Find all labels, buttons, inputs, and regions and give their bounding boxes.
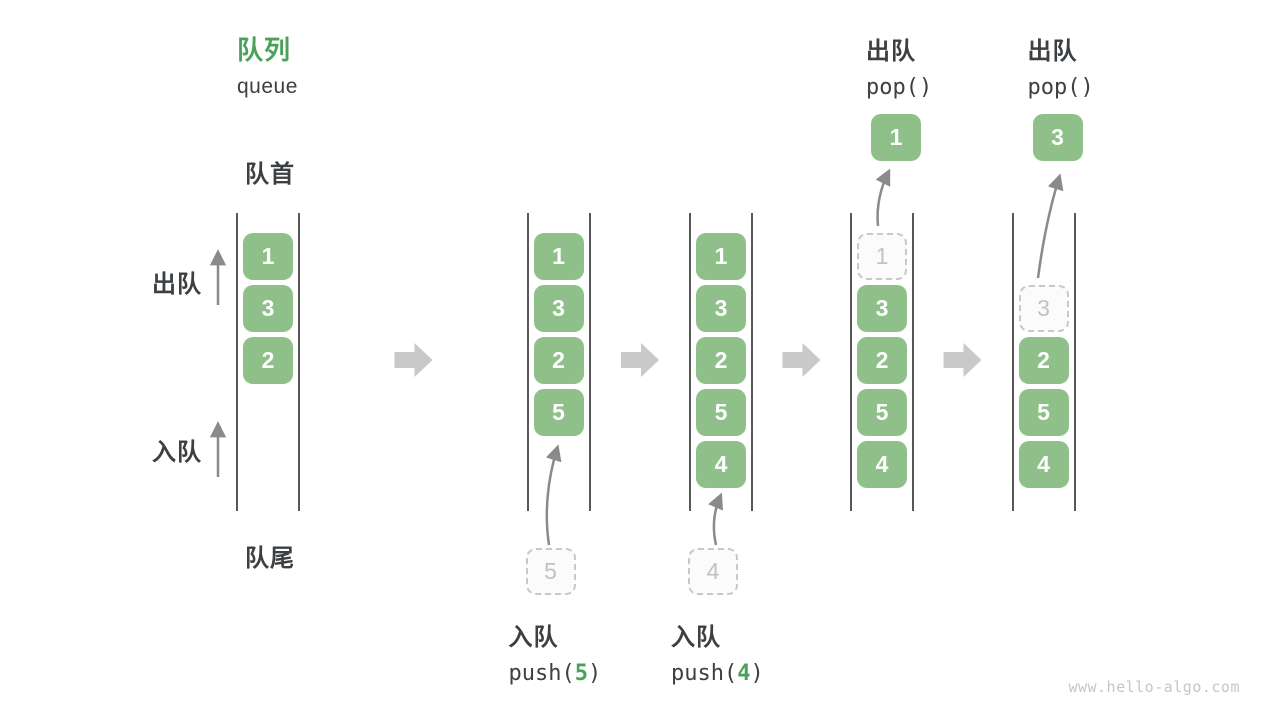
operation-name-zh: 出队 xyxy=(866,38,916,65)
title-block: 队列 queue xyxy=(237,30,298,99)
watermark: www.hello-algo.com xyxy=(1068,678,1240,696)
code-text: pop() xyxy=(1027,75,1094,100)
code-argument: 5 xyxy=(574,661,588,686)
queue-right-rail xyxy=(588,213,591,511)
code-text: push( xyxy=(671,661,738,686)
stage-transition-arrow-3 xyxy=(782,343,821,377)
operation-code: pop() xyxy=(866,75,932,100)
popped-element-box: 1 xyxy=(871,114,921,161)
popped-element-box: 3 xyxy=(1032,114,1083,161)
queue-slot-box: 5 xyxy=(696,389,746,436)
code-text: push( xyxy=(508,661,575,686)
queue-slot-box: 2 xyxy=(1018,337,1069,384)
queue-rear-label: 队尾 xyxy=(245,545,295,572)
queue-slot-box: 1 xyxy=(243,233,293,280)
queue-slot-box: 1 xyxy=(696,233,746,280)
code-text: ) xyxy=(587,661,602,686)
stage-transition-arrow-2 xyxy=(621,343,659,377)
queue-slot-box: 2 xyxy=(243,337,293,384)
queue-slot-box: 3 xyxy=(533,285,584,332)
stage-transition-arrow-1 xyxy=(394,343,433,377)
queue-slot-box: 5 xyxy=(1018,389,1069,436)
queue-front-label: 队首 xyxy=(245,161,295,188)
code-argument: 4 xyxy=(737,661,751,686)
code-text: pop() xyxy=(866,75,933,100)
stage-transition-arrow-4 xyxy=(943,343,982,377)
operation-name-zh: 出队 xyxy=(1027,38,1078,65)
pending-element-box: 5 xyxy=(525,548,576,595)
queue-slot-box: 4 xyxy=(857,441,907,488)
queue-slot-box: 1 xyxy=(533,233,584,280)
operation-label-pop-1: 出队 pop() xyxy=(866,31,932,100)
operation-label-push-4: 入队 push(4) xyxy=(671,617,764,686)
queue-slot-box: 2 xyxy=(857,337,907,384)
code-text: ) xyxy=(750,661,764,686)
diagram-title-zh: 队列 xyxy=(237,35,292,65)
queue-left-rail xyxy=(236,213,238,511)
queue-slot-dashed: 3 xyxy=(1018,285,1069,332)
operation-label-push-5: 入队 push(5) xyxy=(509,617,602,686)
operation-name-zh: 入队 xyxy=(508,624,559,651)
queue-left-rail xyxy=(1011,213,1014,511)
queue-left-rail xyxy=(526,213,529,511)
queue-right-rail xyxy=(298,213,300,511)
push-5-arrow xyxy=(545,444,562,546)
queue-slot-box: 3 xyxy=(696,285,746,332)
queue-left-rail xyxy=(850,213,852,511)
pending-element-box: 4 xyxy=(688,548,738,595)
operation-label-pop-3: 出队 pop() xyxy=(1028,31,1094,100)
queue-slot-box: 3 xyxy=(243,285,293,332)
queue-slot-box: 4 xyxy=(696,441,746,488)
pop-1-arrow xyxy=(875,168,891,227)
operation-name-zh: 入队 xyxy=(671,624,721,651)
push-4-arrow xyxy=(708,492,723,546)
enqueue-side-label: 入队 xyxy=(152,439,202,466)
queue-right-rail xyxy=(1073,213,1076,511)
operation-code: push(4) xyxy=(671,661,764,686)
queue-left-rail xyxy=(689,213,691,511)
dequeue-side-label: 出队 xyxy=(152,271,202,298)
queue-slot-box: 5 xyxy=(857,389,907,436)
queue-slot-dashed: 1 xyxy=(857,233,907,280)
queue-slot-box: 2 xyxy=(533,337,584,384)
queue-slot-box: 4 xyxy=(1018,441,1069,488)
queue-slot-box: 2 xyxy=(696,337,746,384)
operation-code: pop() xyxy=(1028,75,1094,100)
queue-right-rail xyxy=(751,213,753,511)
diagram-title-en: queue xyxy=(237,75,298,98)
queue-slot-box: 3 xyxy=(857,285,907,332)
queue-right-rail xyxy=(912,213,914,511)
pop-3-arrow xyxy=(1036,173,1064,279)
queue-slot-box: 5 xyxy=(533,389,584,436)
operation-code: push(5) xyxy=(509,661,602,686)
